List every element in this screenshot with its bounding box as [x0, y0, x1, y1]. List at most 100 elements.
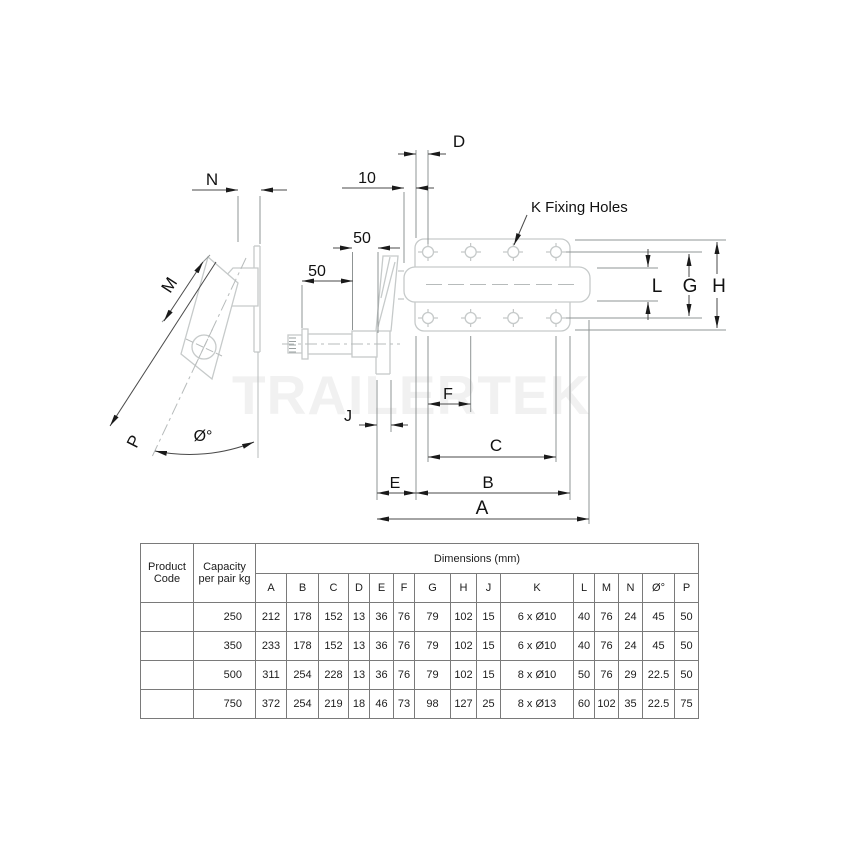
swing-arm-front: [375, 255, 404, 375]
dimension-cell: 98: [414, 689, 451, 719]
stub-axle: [282, 328, 400, 360]
dimension-cell: 233: [255, 631, 287, 661]
header-product-code: Product Code: [140, 543, 194, 603]
dimension-cell: 76: [393, 602, 415, 632]
dim-label-l: L: [652, 276, 663, 297]
dimension-cell: 8 x Ø10: [500, 660, 574, 690]
dimension-cell: 127: [450, 689, 477, 719]
dim-label-d: D: [453, 132, 465, 151]
dimension-cell: 40: [573, 631, 595, 661]
dimension-cell: 50: [573, 660, 595, 690]
dimension-cell: 219: [318, 689, 349, 719]
dim-label-h: H: [712, 276, 726, 297]
extension-lines: [301, 150, 726, 524]
dimension-cell: 102: [450, 602, 477, 632]
dimension-cell: 254: [286, 689, 319, 719]
dimension-cell: 79: [414, 660, 451, 690]
product-code-cell: [140, 631, 194, 661]
dim-label-f: F: [443, 386, 453, 403]
dim-label-a: A: [476, 498, 489, 519]
column-header-2: B: [286, 573, 319, 603]
dimension-cell: 13: [348, 602, 370, 632]
dimension-cell: 76: [393, 631, 415, 661]
dim-label-angle: Ø°: [194, 428, 213, 445]
header-capacity: Capacity per pair kg: [193, 543, 256, 603]
dimension-cell: 22.5: [642, 689, 675, 719]
column-header-1: A: [255, 573, 287, 603]
dimension-cell: 40: [573, 602, 595, 632]
dim-label-g: G: [683, 276, 698, 297]
capacity-cell: 750: [193, 689, 256, 719]
dimension-cell: 152: [318, 631, 349, 661]
capacity-cell: 250: [193, 602, 256, 632]
dim-label-50-lower: 50: [308, 263, 326, 280]
dimension-cell: 36: [369, 631, 394, 661]
header-dimensions: Dimensions (mm): [255, 543, 699, 574]
dimensions-table: Product Code Capacity per pair kg Dimens…: [140, 543, 699, 719]
dimension-cell: 73: [393, 689, 415, 719]
dimension-cell: 45: [642, 602, 675, 632]
dim-label-p: P: [123, 432, 145, 451]
dim-label-m: M: [158, 274, 182, 296]
dimension-cell: 50: [674, 602, 699, 632]
dimension-cell: 102: [450, 631, 477, 661]
dimension-cell: 60: [573, 689, 595, 719]
watermark: TRAILERTEK: [232, 364, 591, 426]
dimension-cell: 24: [618, 631, 643, 661]
dimension-cell: 36: [369, 660, 394, 690]
dimension-cell: 50: [674, 660, 699, 690]
dim-label-b: B: [482, 473, 493, 492]
dimension-cell: 102: [450, 660, 477, 690]
dimension-cell: 76: [594, 660, 619, 690]
capacity-cell: 350: [193, 631, 256, 661]
column-header-9: J: [476, 573, 501, 603]
column-header-3: C: [318, 573, 349, 603]
dimension-cell: 178: [286, 602, 319, 632]
dim-label-e: E: [390, 475, 401, 492]
dimension-cell: 76: [393, 660, 415, 690]
dimension-cell: 102: [594, 689, 619, 719]
column-header-13: N: [618, 573, 643, 603]
column-header-10: K: [500, 573, 574, 603]
dim-label-10: 10: [358, 170, 376, 187]
dimension-cell: 178: [286, 631, 319, 661]
dimension-cell: 79: [414, 602, 451, 632]
dimension-cell: 212: [255, 602, 287, 632]
column-header-6: F: [393, 573, 415, 603]
side-swing-arm: [180, 255, 239, 381]
dimension-cell: 254: [286, 660, 319, 690]
product-code-cell: [140, 660, 194, 690]
product-code-cell: [140, 602, 194, 632]
column-header-4: D: [348, 573, 370, 603]
front-view: D 10 50 50 K Fixing Holes L G: [282, 132, 726, 524]
column-header-15: P: [674, 573, 699, 603]
dimension-cell: 8 x Ø13: [500, 689, 574, 719]
technical-drawing: N M P Ø°: [109, 132, 726, 524]
fixing-holes: [418, 243, 566, 327]
capacity-cell: 500: [193, 660, 256, 690]
dimension-cell: 15: [476, 602, 501, 632]
dimension-cell: 18: [348, 689, 370, 719]
column-header-8: H: [450, 573, 477, 603]
dimension-cell: 76: [594, 602, 619, 632]
product-code-cell: [140, 689, 194, 719]
column-header-14: Ø°: [642, 573, 675, 603]
dimension-cell: 6 x Ø10: [500, 631, 574, 661]
column-header-12: M: [594, 573, 619, 603]
dimension-cell: 22.5: [642, 660, 675, 690]
column-header-7: G: [414, 573, 451, 603]
dimension-cell: 372: [255, 689, 287, 719]
side-view: N M P Ø°: [109, 170, 287, 460]
dimension-cell: 13: [348, 631, 370, 661]
dimension-cell: 36: [369, 602, 394, 632]
dimension-cell: 25: [476, 689, 501, 719]
dimension-cell: 50: [674, 631, 699, 661]
dimension-cell: 79: [414, 631, 451, 661]
column-header-5: E: [369, 573, 394, 603]
dimension-cell: 46: [369, 689, 394, 719]
